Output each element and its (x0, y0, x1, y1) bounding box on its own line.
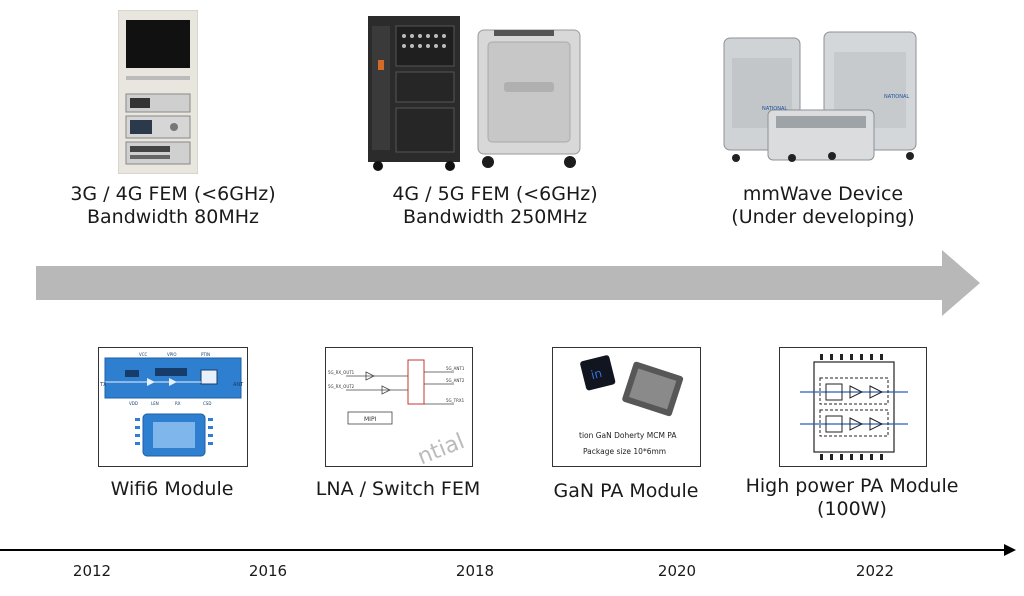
caption-line: High power PA Module (745, 475, 959, 497)
caption-line: Bandwidth 80MHz (86, 206, 260, 228)
caption-line: 4G / 5G FEM (<6GHz) (392, 183, 598, 205)
lna-port-label: 5G_RX_OUT2 (328, 384, 355, 389)
lna-mipi-label: MIPI (364, 416, 377, 423)
equipment-caption-mmwave: mmWave Device (Under developing) (706, 183, 940, 229)
timeline-year-2020: 2020 (657, 562, 697, 580)
timeline-year-2016: 2016 (248, 562, 288, 580)
caption-line: mmWave Device (742, 183, 904, 205)
equipment-photo-mmwave-set: NATIONAL NATIONAL (722, 30, 922, 172)
caption-line: Bandwidth 250MHz (402, 206, 588, 228)
caption-line: LNA / Switch FEM (315, 478, 481, 500)
caption-line: Wifi6 Module (110, 478, 234, 500)
equipment-caption-4g5g: 4G / 5G FEM (<6GHz) Bandwidth 250MHz (372, 183, 618, 229)
wifi6-pin-bottom: CSD (203, 401, 211, 406)
module-caption-high-power: High power PA Module (100W) (732, 475, 972, 521)
module-caption-gan: GaN PA Module (534, 480, 718, 503)
caption-line: GaN PA Module (553, 480, 699, 502)
gan-pa-text: tion GaN Doherty MCM PA (579, 431, 677, 440)
caption-line: 3G / 4G FEM (<6GHz) (70, 183, 276, 205)
wifi6-pin-tx: TX (99, 382, 107, 388)
wifi6-pin-top: VPIO (167, 352, 176, 357)
caption-line: (Under developing) (731, 206, 915, 228)
wifi6-pin-top: PTIN (201, 352, 210, 357)
wifi6-pin-bottom: RX (175, 401, 181, 406)
equipment-photo-cabinet-dark (366, 16, 462, 172)
module-caption-lna: LNA / Switch FEM (292, 478, 504, 501)
wifi6-pin-bottom: VDD (129, 401, 138, 406)
high-power-pa-module-diagram (779, 347, 927, 467)
lna-switch-fem-diagram: MIPI 5G_RX_OUT1 5G_RX_OUT2 5G_ANT1 5G_AN… (325, 347, 473, 467)
lna-port-label: 5G_RX_OUT1 (328, 370, 355, 375)
lna-port-label: 5G_ANT2 (446, 378, 465, 383)
wifi6-pin-top: VCC (139, 352, 148, 357)
gan-logo: in (589, 366, 603, 382)
progress-arrow (36, 250, 980, 316)
wifi6-pin-bottom: LEN (151, 401, 159, 406)
timeline-year-2012: 2012 (72, 562, 112, 580)
lna-port-label: 5G_ANT1 (446, 366, 465, 371)
svg-text:NATIONAL: NATIONAL (762, 106, 787, 112)
equipment-photo-cabinet-silver (474, 26, 584, 172)
gan-pa-text: Package size 10*6mm (583, 447, 666, 456)
svg-text:NATIONAL: NATIONAL (884, 94, 909, 100)
timeline-axis (0, 544, 1016, 556)
lna-watermark: ntial (414, 429, 468, 466)
lna-port-label: 5G_TRX1 (446, 398, 465, 403)
module-caption-wifi6: Wifi6 Module (82, 478, 262, 501)
equipment-caption-3g4g: 3G / 4G FEM (<6GHz) Bandwidth 80MHz (50, 183, 296, 229)
wifi6-module-diagram: TX ANT VCC VPIO PTIN VDD LEN RX CSD (98, 347, 248, 467)
caption-line: (100W) (817, 498, 887, 520)
gan-pa-module-photo: in tion GaN Doherty MCM PA Package size … (552, 347, 701, 467)
wifi6-pin-ant: ANT (233, 382, 244, 388)
timeline-year-2022: 2022 (855, 562, 895, 580)
timeline-year-2018: 2018 (455, 562, 495, 580)
equipment-photo-rack-3g4g (117, 9, 199, 175)
